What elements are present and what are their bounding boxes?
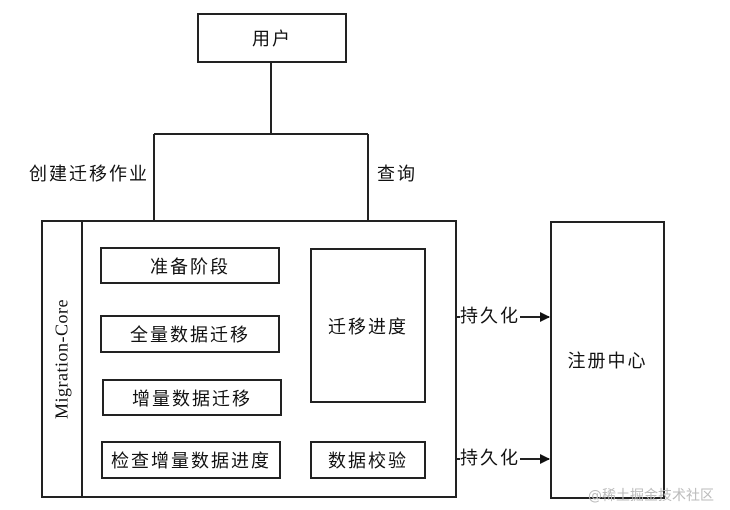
stage-label: 增量数据迁移 — [132, 388, 252, 410]
data-verify-node: 数据校验 — [310, 441, 426, 479]
stage-prepare: 准备阶段 — [100, 247, 280, 284]
user-node: 用户 — [197, 13, 347, 63]
registry-center-node: 注册中心 — [550, 221, 665, 499]
stage-label: 检查增量数据进度 — [111, 451, 271, 472]
watermark: @稀土掘金技术社区 — [588, 488, 714, 504]
stage-label: 准备阶段 — [150, 256, 230, 278]
migration-progress-label: 迁移进度 — [328, 316, 408, 338]
migration-progress-node: 迁移进度 — [310, 248, 426, 403]
stage-label: 全量数据迁移 — [130, 325, 250, 346]
persist-verify-label: 持久化 — [460, 448, 520, 470]
migration-core-title-column: Migration-Core — [41, 220, 83, 498]
registry-center-label: 注册中心 — [567, 351, 648, 372]
stage-check-incremental-progress: 检查增量数据进度 — [101, 441, 281, 479]
stage-incremental-migration: 增量数据迁移 — [102, 379, 282, 416]
query-label: 查询 — [377, 164, 417, 185]
create-job-label: 创建迁移作业 — [29, 164, 149, 185]
persist-progress-label: 持久化 — [460, 306, 520, 328]
stage-full-migration: 全量数据迁移 — [100, 315, 280, 353]
data-verify-label: 数据校验 — [328, 451, 408, 472]
user-label: 用户 — [252, 29, 292, 50]
migration-core-title: Migration-Core — [51, 299, 72, 419]
